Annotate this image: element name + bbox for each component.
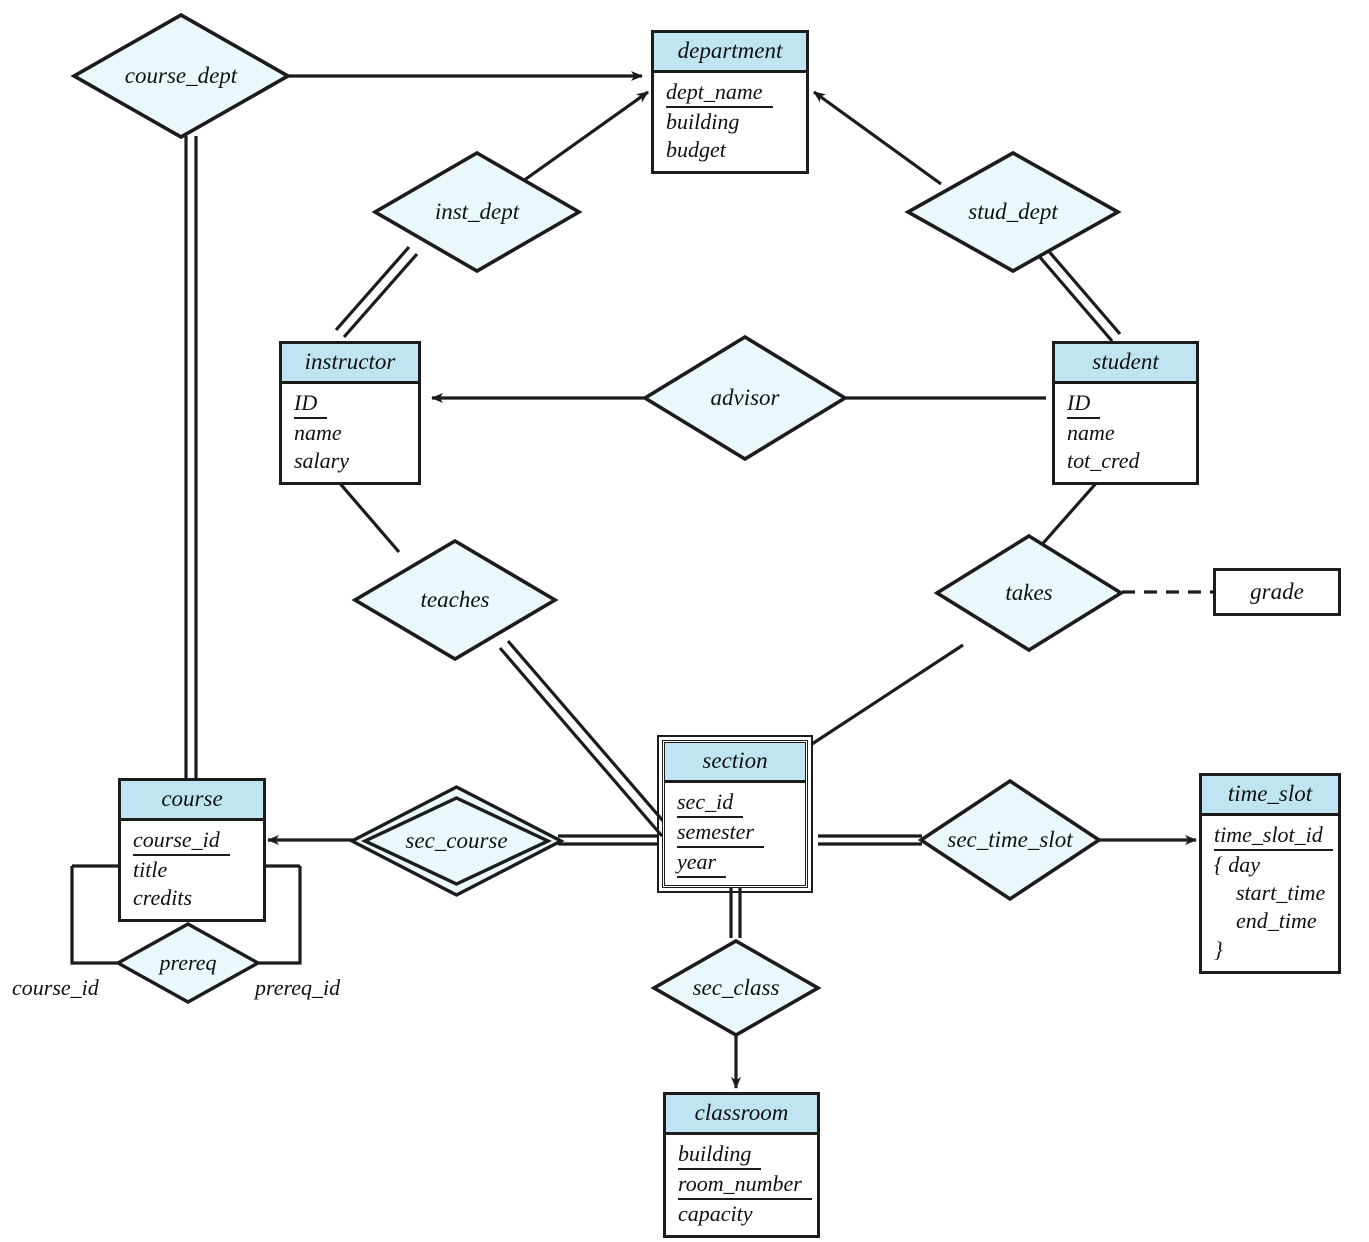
edge-stud-dept-student-b	[1036, 253, 1114, 343]
attribute-building: building	[666, 109, 740, 135]
entity-title-course: course	[121, 781, 263, 821]
entity-title-instructor: instructor	[282, 344, 418, 384]
attribute-room-number: room_number	[678, 1170, 812, 1201]
attribute-student-tot-cred: tot_cred	[1067, 448, 1140, 474]
relationship-prereq[interactable]: prereq	[114, 921, 262, 1005]
entity-title-department: department	[654, 33, 806, 73]
edge-inst-dept-instructor-a	[334, 245, 411, 332]
attribute-budget: budget	[666, 137, 726, 163]
attribute-box-grade[interactable]: grade	[1213, 568, 1341, 616]
attribute-year: year	[677, 848, 727, 879]
attribute-instructor-salary: salary	[294, 448, 349, 474]
attribute-course-credits: credits	[133, 885, 193, 911]
relationship-sec-time-slot[interactable]: sec_time_slot	[917, 778, 1103, 902]
edge-instructor-teaches	[329, 471, 401, 554]
role-label-course-id-text: course_id	[12, 975, 99, 1000]
entity-title-section: section	[665, 743, 805, 783]
attribute-grade-label: grade	[1250, 579, 1304, 604]
edge-stud-dept-student-a	[1044, 246, 1122, 336]
attribute-start-time: start_time	[1236, 880, 1326, 906]
entity-title-student: student	[1055, 344, 1196, 384]
relationship-course-dept[interactable]: course_dept	[70, 12, 292, 140]
relationship-teaches[interactable]: teaches	[351, 538, 559, 662]
attribute-end-time: end_time	[1236, 908, 1317, 934]
edge-takes-section	[811, 643, 964, 746]
attribute-classroom-building: building	[678, 1140, 762, 1171]
entity-time-slot[interactable]: time_slot time_slot_id { day start_time …	[1199, 773, 1341, 974]
edge-stud-dept-department	[813, 90, 942, 186]
edge-teaches-section-b	[506, 639, 672, 831]
attribute-semester: semester	[677, 818, 764, 849]
entity-course[interactable]: course course_id title credits	[118, 778, 266, 923]
attribute-capacity: capacity	[678, 1201, 753, 1227]
edge-course-prereq-left	[70, 866, 128, 965]
attribute-student-name: name	[1067, 420, 1115, 446]
role-label-prereq-id: prereq_id	[255, 975, 340, 1001]
relationship-stud-dept[interactable]: stud_dept	[904, 150, 1122, 274]
entity-title-classroom: classroom	[666, 1095, 817, 1135]
entity-classroom[interactable]: classroom building room_number capacity	[663, 1092, 820, 1239]
entity-title-time-slot: time_slot	[1202, 776, 1338, 816]
attribute-day: { day	[1214, 852, 1261, 878]
relationship-inst-dept[interactable]: inst_dept	[371, 150, 583, 274]
attribute-course-id: course_id	[133, 826, 230, 857]
role-label-course-id: course_id	[12, 975, 99, 1001]
relationship-sec-class[interactable]: sec_class	[650, 938, 822, 1038]
attribute-course-title: title	[133, 857, 168, 883]
edge-inst-dept-department	[515, 90, 649, 188]
entity-department[interactable]: department dept_name building budget	[651, 30, 809, 175]
attribute-sec-id: sec_id	[677, 788, 744, 819]
attribute-dept-name: dept_name	[666, 78, 773, 109]
attribute-student-id: ID	[1067, 389, 1101, 420]
role-label-prereq-id-text: prereq_id	[255, 975, 341, 1000]
relationship-sec-course[interactable]: sec_course	[348, 784, 565, 898]
attribute-brace-close: }	[1214, 936, 1223, 962]
attribute-instructor-name: name	[294, 420, 342, 446]
entity-instructor[interactable]: instructor ID name salary	[279, 341, 421, 486]
entity-section[interactable]: section sec_id semester year	[657, 734, 813, 894]
edge-course-prereq-right	[248, 866, 302, 965]
entity-student[interactable]: student ID name tot_cred	[1052, 341, 1199, 486]
edge-teaches-section-a	[498, 646, 664, 838]
relationship-advisor[interactable]: advisor	[641, 334, 849, 462]
edge-inst-dept-instructor-b	[342, 252, 419, 339]
attribute-time-slot-id: time_slot_id	[1214, 821, 1333, 852]
attribute-instructor-id: ID	[294, 389, 328, 420]
relationship-takes[interactable]: takes	[933, 533, 1125, 653]
